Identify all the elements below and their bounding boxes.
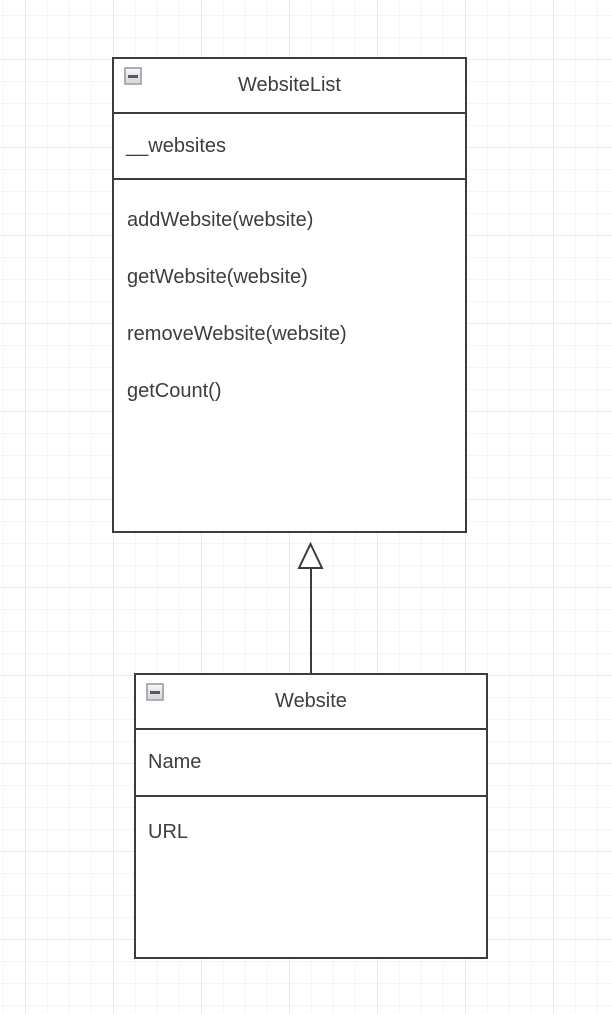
attribute-label: __websites [126,134,227,157]
uml-field-row[interactable]: URL [136,797,486,957]
field-label: URL [148,821,189,843]
uml-methods-section: addWebsite(website) getWebsite(website) … [114,180,465,531]
class-title: WebsiteList [237,74,341,96]
class-header[interactable]: WebsiteList [114,59,465,114]
uml-method-row[interactable]: getCount() [114,363,465,420]
method-label: addWebsite(website) [127,209,314,231]
method-label: getWebsite(website) [127,266,308,288]
collapse-minus-icon[interactable] [146,683,164,701]
inheritance-arrow-icon[interactable] [297,542,324,570]
collapse-minus-icon[interactable] [124,67,142,85]
uml-class-website[interactable]: Website Name URL [134,673,488,959]
inheritance-edge-line[interactable] [310,568,312,675]
uml-method-row[interactable]: addWebsite(website) [114,192,465,249]
uml-method-row[interactable]: getWebsite(website) [114,249,465,306]
uml-attribute-row[interactable]: __websites [114,114,465,180]
uml-class-websitelist[interactable]: WebsiteList __websites addWebsite(websit… [112,57,467,533]
minus-glyph [150,690,160,694]
class-title: Website [275,690,347,712]
minus-glyph [128,74,138,78]
uml-method-row[interactable]: removeWebsite(website) [114,306,465,363]
method-label: removeWebsite(website) [127,323,347,345]
method-label: getCount() [127,380,222,402]
field-label: Name [148,751,202,773]
class-header[interactable]: Website [136,675,486,730]
uml-field-row[interactable]: Name [136,730,486,797]
